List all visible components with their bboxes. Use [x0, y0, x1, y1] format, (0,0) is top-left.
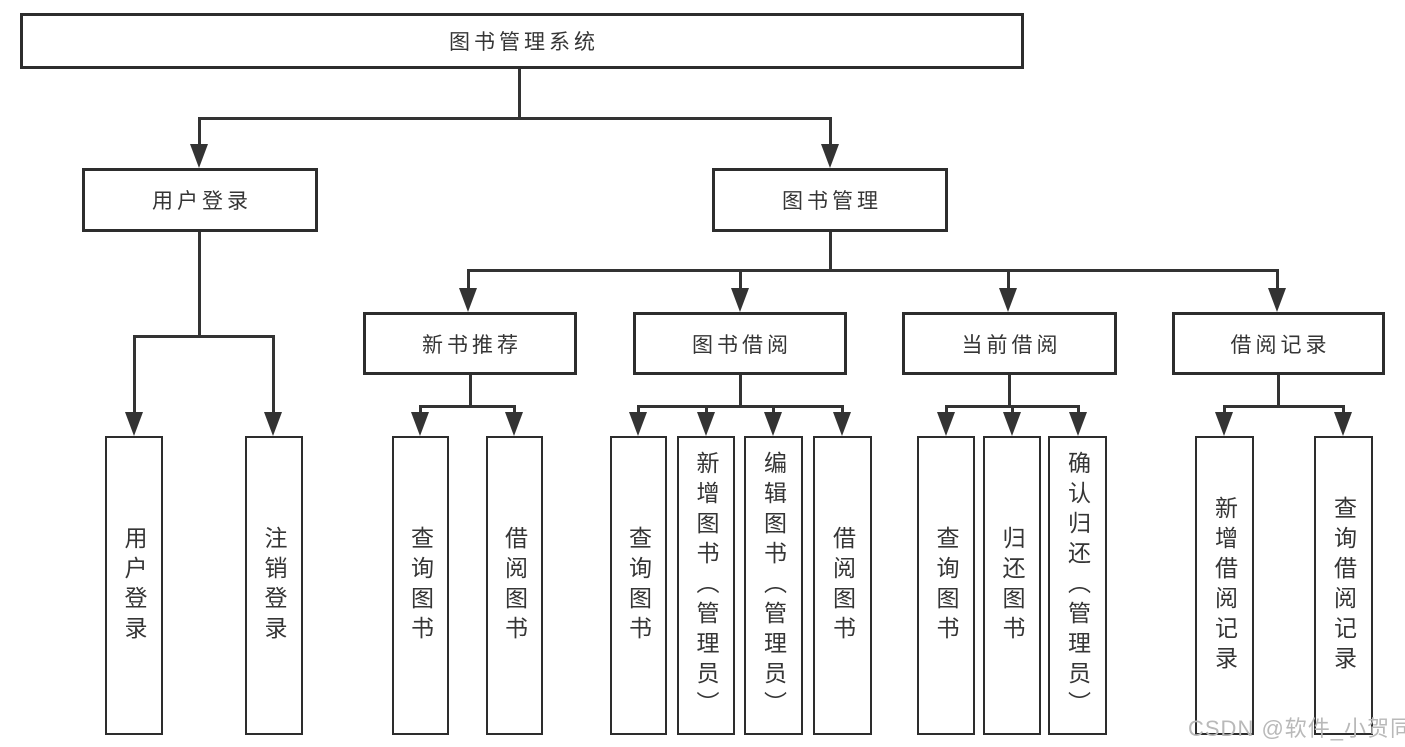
leaf-return-books: 归还图书: [983, 436, 1041, 735]
arrow-down-icon: [937, 412, 955, 436]
connector-line: [272, 335, 275, 420]
connector-line: [1007, 269, 1010, 296]
connector-line: [198, 117, 832, 120]
arrow-down-icon: [697, 412, 715, 436]
node-book-management: 图书管理: [712, 168, 948, 232]
leaf-query-books-3: 查询图书: [917, 436, 975, 735]
connector-line: [1223, 405, 1345, 408]
connector-line: [198, 232, 201, 338]
node-borrowing-records: 借阅记录: [1172, 312, 1385, 375]
arrow-down-icon: [264, 412, 282, 436]
arrow-down-icon: [505, 412, 523, 436]
node-user-login: 用户登录: [82, 168, 318, 232]
arrow-down-icon: [1003, 412, 1021, 436]
connector-line: [1008, 375, 1011, 408]
arrow-down-icon: [821, 144, 839, 168]
arrow-down-icon: [999, 288, 1017, 312]
connector-line: [133, 335, 275, 338]
leaf-query-books-1: 查询图书: [392, 436, 449, 735]
connector-line: [467, 269, 1279, 272]
leaf-add-books-admin: 新增图书（管理员）: [677, 436, 735, 735]
arrow-down-icon: [629, 412, 647, 436]
connector-line: [1277, 375, 1280, 408]
arrow-down-icon: [1069, 412, 1087, 436]
arrow-down-icon: [731, 288, 749, 312]
connector-line: [829, 232, 832, 272]
connector-line: [467, 269, 470, 296]
connector-line: [637, 405, 844, 408]
connector-line: [518, 66, 521, 120]
arrow-down-icon: [411, 412, 429, 436]
arrow-down-icon: [459, 288, 477, 312]
leaf-borrow-books-1: 借阅图书: [486, 436, 543, 735]
arrow-down-icon: [1334, 412, 1352, 436]
arrow-down-icon: [1215, 412, 1233, 436]
arrow-down-icon: [833, 412, 851, 436]
node-new-book-recommendation: 新书推荐: [363, 312, 577, 375]
arrow-down-icon: [1268, 288, 1286, 312]
connector-line: [419, 405, 516, 408]
node-book-borrowing: 图书借阅: [633, 312, 847, 375]
leaf-add-borrow-record: 新增借阅记录: [1195, 436, 1254, 735]
connector-line: [469, 375, 472, 408]
node-library-management-system: 图书管理系统: [20, 13, 1024, 69]
leaf-query-borrow-record: 查询借阅记录: [1314, 436, 1373, 735]
leaf-query-books-2: 查询图书: [610, 436, 667, 735]
connector-line: [198, 117, 201, 152]
watermark: CSDN @软件_小贺同学: [1188, 716, 1405, 741]
arrow-down-icon: [190, 144, 208, 168]
connector-line: [829, 117, 832, 152]
leaf-confirm-return-admin: 确认归还（管理员）: [1048, 436, 1107, 735]
arrow-down-icon: [764, 412, 782, 436]
leaf-edit-books-admin: 编辑图书（管理员）: [744, 436, 803, 735]
connector-line: [133, 335, 136, 420]
leaf-borrow-books-2: 借阅图书: [813, 436, 872, 735]
leaf-logout: 注销登录: [245, 436, 303, 735]
connector-line: [739, 269, 742, 296]
arrow-down-icon: [125, 412, 143, 436]
connector-line: [1276, 269, 1279, 296]
node-current-borrowing: 当前借阅: [902, 312, 1117, 375]
connector-line: [739, 375, 742, 408]
leaf-user-login: 用户登录: [105, 436, 163, 735]
